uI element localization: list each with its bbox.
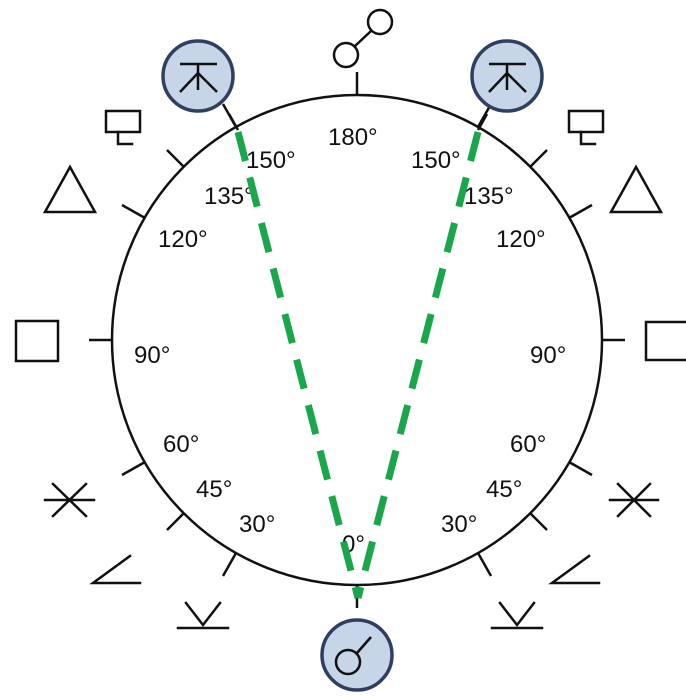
- tick-135-left: [166, 149, 185, 168]
- square-aspect-icon-left: [14, 319, 60, 363]
- label-150-right: 150°: [411, 147, 461, 174]
- angle-labels: 180° 150° 150° 135° 135° 120° 120° 90° 9…: [134, 124, 566, 558]
- aspect-line-right: [354, 131, 482, 599]
- label-120-right: 120°: [496, 226, 546, 253]
- semisquare-icon-right: [548, 554, 601, 585]
- label-180: 180°: [328, 124, 378, 151]
- highlighted-markers: [161, 39, 544, 692]
- quincunx-icon-left: [104, 109, 142, 146]
- tick-30-left: [221, 552, 238, 577]
- label-60-right: 60°: [510, 431, 546, 458]
- sesquiquadrate-icon-right: [488, 62, 527, 93]
- label-135-left: 135°: [204, 183, 254, 210]
- semisextile-icon-left: [176, 601, 230, 630]
- label-90-right: 90°: [530, 342, 566, 369]
- trine-icon-left: [42, 164, 98, 214]
- tick-135-right: [529, 149, 548, 168]
- label-90-left: 90°: [134, 342, 170, 369]
- tick-45-right: [529, 512, 548, 531]
- tick-marks: [89, 72, 625, 608]
- tick-45-left: [166, 512, 185, 531]
- square-aspect-icon-right: [644, 320, 686, 362]
- marker-top-left: [161, 39, 240, 131]
- marker-top-right: [470, 39, 544, 131]
- label-45-right: 45°: [486, 476, 522, 503]
- opposition-icon: [332, 8, 394, 69]
- aspect-circle: [110, 93, 604, 587]
- tick-60-left: [121, 460, 146, 477]
- conjunction-icon: [334, 636, 372, 676]
- marker-bottom: [320, 618, 394, 692]
- tick-120-left: [121, 203, 146, 220]
- aspect-line-left: [234, 131, 362, 599]
- label-45-left: 45°: [196, 476, 232, 503]
- sextile-icon-right: [608, 482, 660, 518]
- label-120-left: 120°: [158, 226, 208, 253]
- label-150-left: 150°: [246, 147, 296, 174]
- tick-30-right: [476, 552, 493, 577]
- label-30-right: 30°: [441, 511, 477, 538]
- aspect-lines: [234, 131, 482, 599]
- label-135-right: 135°: [464, 183, 514, 210]
- quincunx-icon-right: [567, 109, 605, 146]
- sesquiquadrate-icon-left: [179, 62, 218, 93]
- semisquare-icon-left: [89, 554, 142, 585]
- sextile-icon-left: [43, 482, 96, 518]
- label-60-left: 60°: [163, 431, 199, 458]
- label-30-left: 30°: [239, 511, 275, 538]
- tick-120-right: [568, 203, 593, 220]
- aspect-symbols: [14, 8, 686, 630]
- semisextile-icon-right: [490, 601, 544, 630]
- tick-60-right: [568, 460, 593, 477]
- trine-icon-right: [608, 164, 664, 214]
